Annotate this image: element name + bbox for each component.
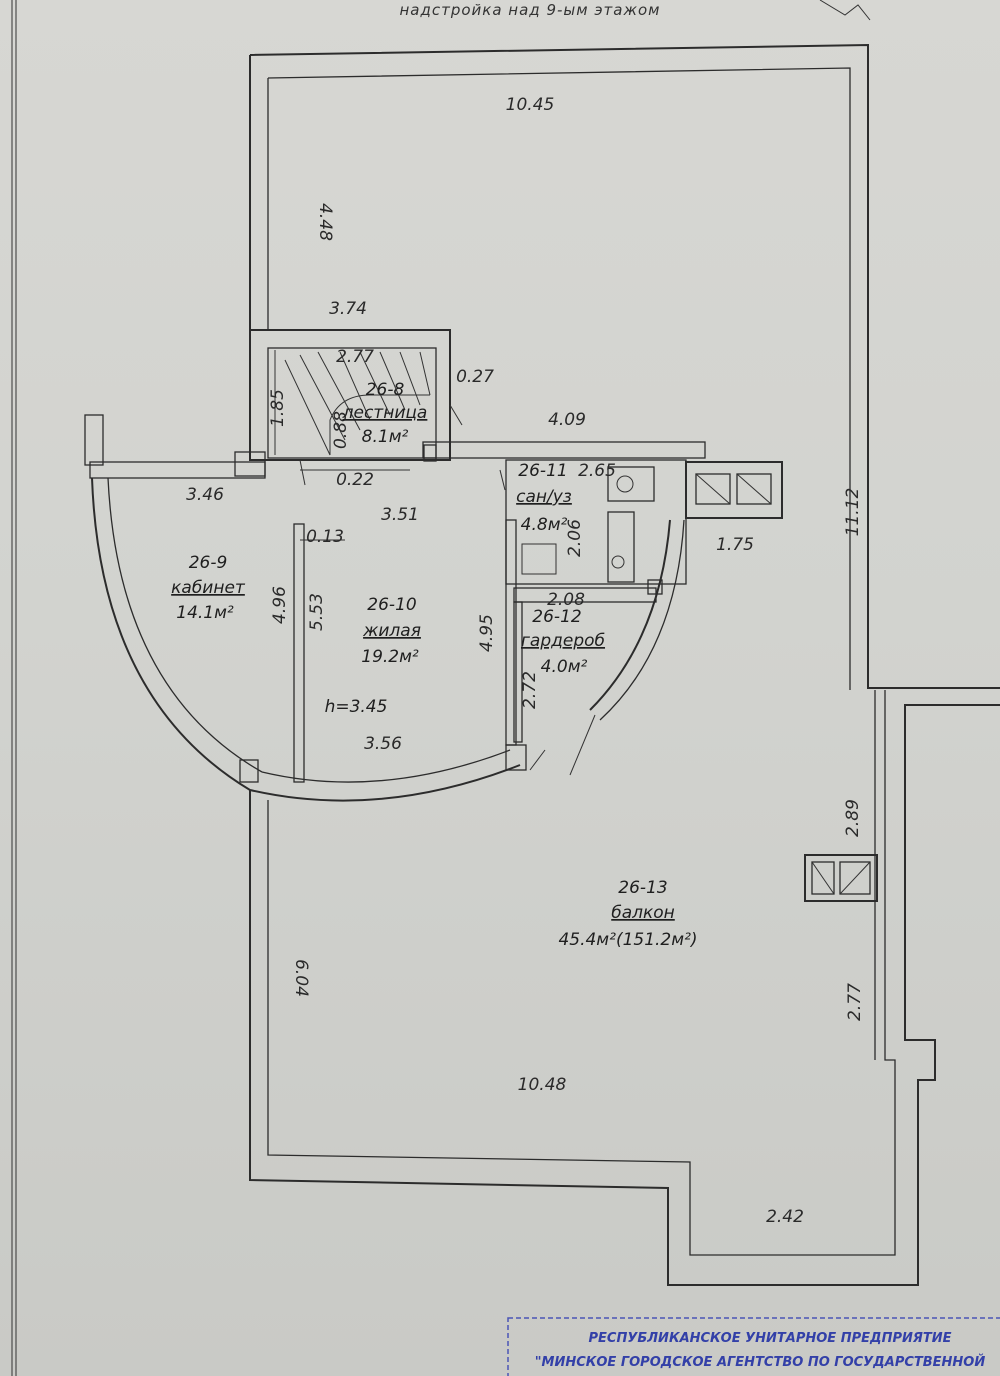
dim-stair-bottom: 0.22 bbox=[336, 470, 374, 490]
dim-right-mid: 2.89 bbox=[843, 799, 863, 837]
dim-bath-width: 2.65 bbox=[578, 461, 616, 481]
dim-left-upper: 4.48 bbox=[315, 203, 335, 241]
wardrobe-walls bbox=[513, 519, 685, 776]
vent-shafts-lower bbox=[804, 854, 878, 902]
room-balcony-area: 45.4м²(151.2м²) bbox=[558, 930, 697, 950]
dim-stair-top: 3.74 bbox=[329, 299, 367, 319]
room-balcony-name: балкон bbox=[611, 903, 675, 923]
room-office-name: кабинет bbox=[171, 578, 246, 598]
room-bath-id: 26-11 bbox=[518, 461, 567, 481]
dim-office-height: 4.96 bbox=[270, 586, 290, 624]
dim-stair-gap: 0.27 bbox=[456, 367, 494, 387]
room-living-area: 19.2м² bbox=[361, 647, 419, 667]
dim-shaft-width: 1.75 bbox=[716, 535, 754, 555]
dim-stair-small: 0.88 bbox=[331, 411, 351, 449]
plan-title: надстройка над 9-ым этажом bbox=[399, 1, 660, 19]
room-office-id: 26-9 bbox=[189, 553, 228, 573]
room-stair-id: 26-8 bbox=[366, 380, 405, 400]
dim-bath-height: 2.06 bbox=[565, 519, 585, 557]
vent-shafts-upper bbox=[685, 461, 783, 519]
office-walls bbox=[84, 414, 266, 791]
outer-walls bbox=[249, 43, 1000, 1286]
dim-living-bottom: 3.56 bbox=[364, 734, 402, 754]
dim-stair-side: 1.85 bbox=[268, 389, 288, 427]
dim-left-lower: 6.04 bbox=[291, 959, 311, 997]
dim-right-lower: 2.77 bbox=[845, 983, 865, 1021]
room-living-id: 26-10 bbox=[367, 595, 416, 615]
dim-living-top: 3.51 bbox=[381, 505, 419, 525]
stamp-line-2: "МИНСКОЕ ГОРОДСКОЕ АГЕНТСТВО ПО ГОСУДАРС… bbox=[535, 1354, 986, 1370]
room-wardrobe-name: гардероб bbox=[521, 631, 605, 651]
room-wardrobe-id: 26-12 bbox=[532, 607, 581, 627]
dim-bottom-step: 2.42 bbox=[766, 1207, 804, 1227]
room-office-area: 14.1м² bbox=[176, 603, 234, 623]
dim-living-height-left: 5.53 bbox=[307, 593, 327, 631]
room-stair-name: лестница bbox=[342, 403, 428, 423]
room-wardrobe-area: 4.0м² bbox=[541, 657, 588, 677]
living-walls bbox=[249, 519, 546, 802]
dim-wardrobe-height: 2.72 bbox=[520, 671, 540, 709]
corner-mark bbox=[819, 0, 871, 21]
room-stair-area: 8.1м² bbox=[362, 427, 409, 447]
stamp-line-1: РЕСПУБЛИКАНСКОЕ УНИТАРНОЕ ПРЕДПРИЯТИЕ bbox=[589, 1331, 952, 1346]
dim-right-height: 11.12 bbox=[843, 488, 863, 537]
dim-bottom-width: 10.48 bbox=[518, 1075, 567, 1095]
dim-wall-small: 0.13 bbox=[306, 527, 344, 547]
room-balcony-id: 26-13 bbox=[618, 878, 667, 898]
dim-office-width: 3.46 bbox=[186, 485, 224, 505]
dim-corridor-width: 4.09 bbox=[548, 410, 586, 430]
room-bath-area: 4.8м² bbox=[521, 515, 568, 535]
room-living-name: жилая bbox=[362, 621, 421, 641]
agency-stamp: РЕСПУБЛИКАНСКОЕ УНИТАРНОЕ ПРЕДПРИЯТИЕ "М… bbox=[507, 1317, 1000, 1376]
stair-block bbox=[249, 329, 463, 461]
bath-walls bbox=[505, 459, 687, 585]
dim-top-width: 10.45 bbox=[506, 95, 555, 115]
dim-living-height-right: 4.95 bbox=[477, 614, 497, 652]
room-living-height: h=3.45 bbox=[325, 697, 388, 717]
room-bath-name: сан/уз bbox=[516, 487, 572, 507]
dim-stair-inner: 2.77 bbox=[336, 347, 374, 367]
dim-wardrobe-width: 2.08 bbox=[547, 590, 585, 610]
